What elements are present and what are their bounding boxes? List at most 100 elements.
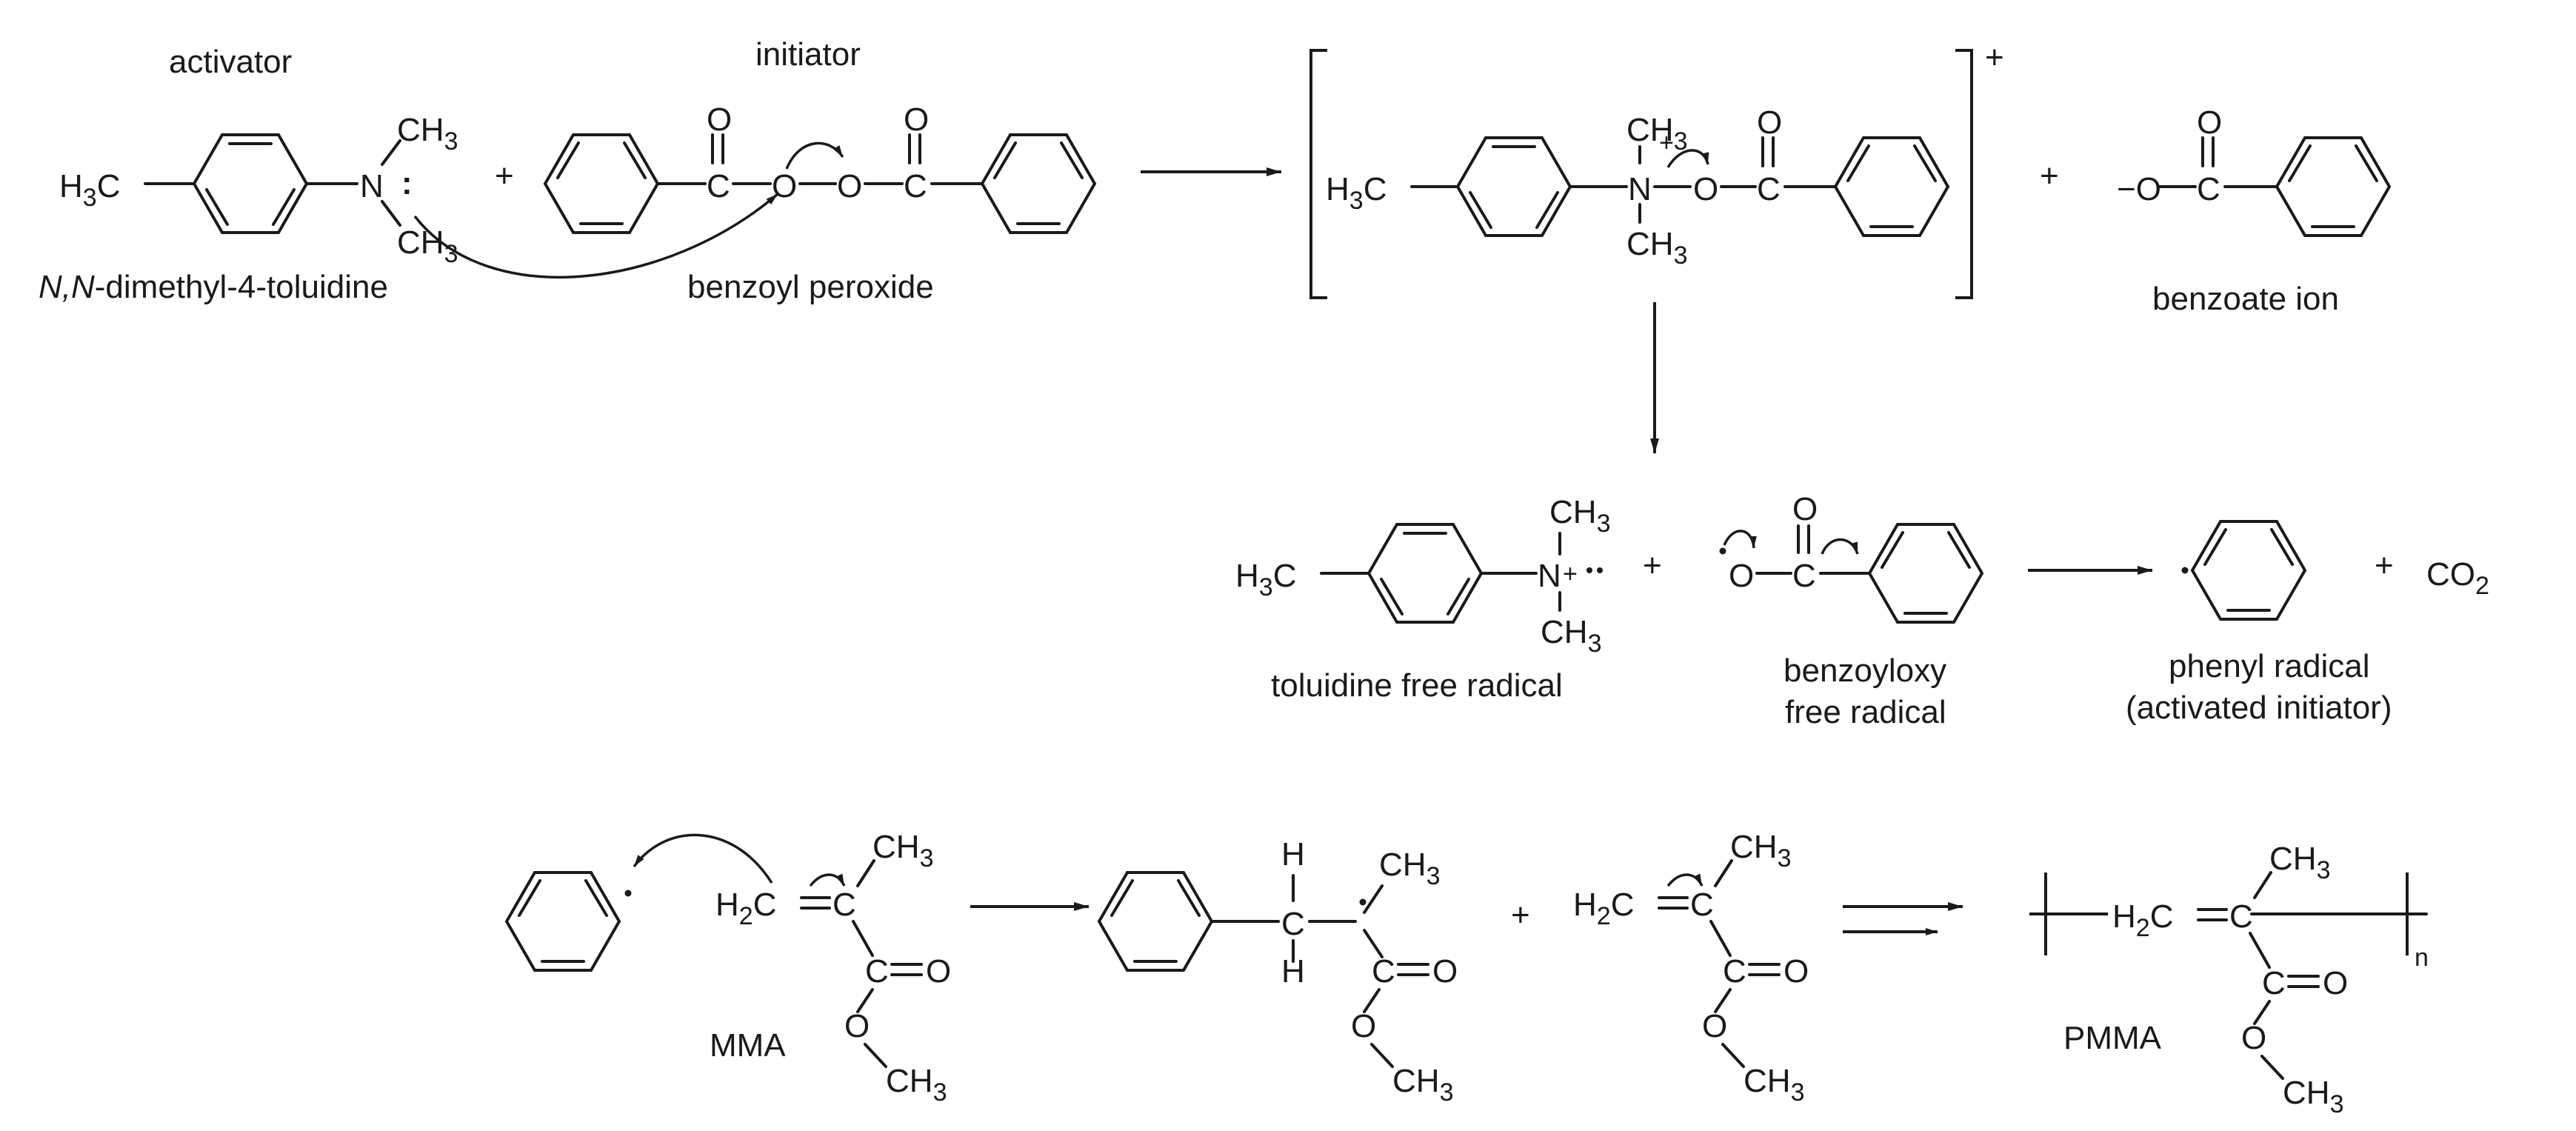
benzoyloxy-name-line2: free radical xyxy=(1785,694,1946,730)
svg-text:O: O xyxy=(1351,1008,1376,1044)
plus-sign: + xyxy=(2040,158,2059,194)
svg-text:H2C: H2C xyxy=(2112,898,2173,942)
svg-text:CH3: CH3 xyxy=(872,829,933,873)
svg-text:H3C: H3C xyxy=(1326,171,1387,215)
benzoyl-peroxide-name: benzoyl peroxide xyxy=(687,269,934,305)
svg-text:CH3: CH3 xyxy=(2269,841,2330,884)
h3c-group: H3C xyxy=(59,168,120,212)
svg-text:O: O xyxy=(2241,1020,2266,1056)
svg-text:C: C xyxy=(2229,898,2253,935)
svg-text:H2C: H2C xyxy=(715,887,776,930)
electron-flow-arrow xyxy=(633,833,773,884)
svg-text:CH3: CH3 xyxy=(1730,829,1791,873)
phenyl-radical-name-line1: phenyl radical xyxy=(2169,648,2370,684)
svg-text:H2C: H2C xyxy=(1573,887,1634,930)
benzene-ring xyxy=(2275,136,2392,237)
svg-text:O: O xyxy=(707,101,732,138)
svg-text:O: O xyxy=(2323,965,2348,1001)
pmma-repeat-unit: H2C C n CH3 C O O CH3 xyxy=(2029,841,2429,1118)
svg-text:CH3: CH3 xyxy=(1626,112,1687,156)
svg-text:N: N xyxy=(1538,558,1561,594)
benzene-ring xyxy=(192,133,309,234)
svg-text:CH3: CH3 xyxy=(1744,1063,1804,1107)
plus-sign: + xyxy=(2375,547,2394,584)
svg-text:C: C xyxy=(1792,558,1816,594)
electron-flow-arrow xyxy=(1666,873,1704,887)
svg-text:O: O xyxy=(2197,104,2222,141)
svg-text:O: O xyxy=(1702,1008,1727,1044)
electron-flow-arrow xyxy=(1666,149,1709,168)
benzene-ring xyxy=(1867,523,1984,624)
mma-name: MMA xyxy=(710,1027,786,1064)
svg-text:H: H xyxy=(1281,953,1305,990)
phenyl-radical-name-line2: (activated initiator) xyxy=(2126,690,2392,726)
svg-text:CH3: CH3 xyxy=(1379,847,1440,890)
phenyl-radical-molecule xyxy=(504,871,632,972)
left-bracket xyxy=(1309,49,1327,299)
svg-text:C: C xyxy=(1723,953,1746,990)
radical-dot xyxy=(624,890,632,897)
methyl-group: CH3 xyxy=(397,112,458,156)
benzene-ring xyxy=(1097,871,1214,972)
svg-text:C: C xyxy=(865,953,889,990)
pmma-name: PMMA xyxy=(2063,1020,2162,1056)
benzene-ring xyxy=(1833,136,1950,237)
benzene-ring xyxy=(1367,523,1484,624)
electron-flow-arrow xyxy=(413,193,779,279)
benzoyl-peroxide-molecule: C O O O C O xyxy=(543,101,1097,234)
svg-text:C: C xyxy=(1372,953,1395,990)
mma-molecule: H2C C CH3 C O O CH3 xyxy=(715,829,951,1107)
svg-text:O: O xyxy=(1693,171,1718,207)
ammonium-complex: + H3C N + CH3 CH3 O C O xyxy=(1309,39,2004,299)
svg-text:O: O xyxy=(1729,558,1754,594)
plus-sign: + xyxy=(1511,897,1530,933)
svg-text:C: C xyxy=(832,887,856,923)
carbon-dioxide: CO2 xyxy=(2426,556,2489,600)
svg-text:O: O xyxy=(926,953,951,990)
electron-flow-arrow xyxy=(809,873,846,887)
toluidine-radical-molecule: H3C N + CH3 CH3 xyxy=(1235,494,1610,658)
electron-flow-arrow xyxy=(1821,538,1859,555)
svg-text:C: C xyxy=(2197,171,2220,207)
svg-text:O: O xyxy=(772,168,797,204)
svg-text:O: O xyxy=(837,168,862,204)
svg-text:O: O xyxy=(904,101,929,138)
svg-text:C: C xyxy=(2262,965,2286,1001)
svg-text:CH3: CH3 xyxy=(2283,1075,2343,1118)
phenyl-radical-molecule xyxy=(2181,520,2307,621)
svg-text:−O: −O xyxy=(2117,171,2161,207)
svg-text:H3C: H3C xyxy=(1235,558,1296,601)
svg-text:CH3: CH3 xyxy=(1392,1063,1453,1107)
svg-text:O: O xyxy=(844,1008,870,1044)
svg-text:C: C xyxy=(1757,171,1781,207)
radical-dot xyxy=(1597,567,1603,573)
radical-dot xyxy=(1359,898,1367,906)
plus-sign: + xyxy=(495,158,514,194)
benzoate-ion-molecule: −O C O xyxy=(2117,104,2392,237)
svg-text:C: C xyxy=(1690,887,1714,923)
methyl-group: CH3 xyxy=(397,224,458,268)
svg-text:H: H xyxy=(1281,836,1305,873)
benzene-ring xyxy=(1455,136,1572,237)
activator-label: activator xyxy=(169,44,292,80)
benzene-ring xyxy=(980,133,1097,234)
svg-text:CH3: CH3 xyxy=(1549,494,1610,538)
propagating-radical-molecule: C H H CH3 C O O CH3 xyxy=(1097,836,1458,1107)
svg-text:N: N xyxy=(1628,171,1652,207)
benzene-ring xyxy=(543,133,660,234)
nitrogen-atom: N xyxy=(360,168,384,204)
svg-text:CH3: CH3 xyxy=(886,1063,947,1107)
electron-flow-arrow xyxy=(785,141,844,170)
plus-sign: + xyxy=(1643,547,1662,584)
svg-text:C: C xyxy=(1281,906,1305,942)
radical-dot xyxy=(1719,547,1726,555)
benzoate-ion-name: benzoate ion xyxy=(2152,281,2339,317)
mma-molecule: H2C C CH3 C O O CH3 xyxy=(1573,829,1809,1107)
repeat-index: n xyxy=(2415,944,2429,972)
svg-text:CH3: CH3 xyxy=(1541,614,1601,658)
svg-text:CH3: CH3 xyxy=(1626,226,1687,270)
charge-plus: + xyxy=(1563,560,1578,588)
svg-text:O: O xyxy=(1783,953,1809,990)
benzoyloxy-radical-molecule: O C O xyxy=(1719,491,1984,624)
